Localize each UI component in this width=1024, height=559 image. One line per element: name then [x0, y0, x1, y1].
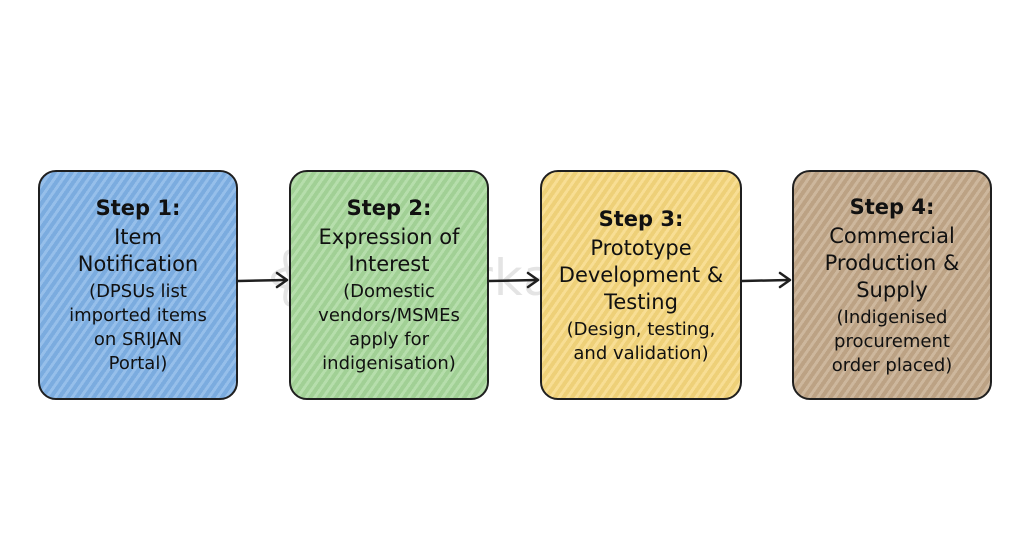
step-3-name: Prototype Development & Testing — [558, 235, 724, 314]
step-3-box: Step 3: Prototype Development & Testing … — [540, 170, 742, 400]
step-2-description: (Domestic vendors/MSMEs apply for indige… — [318, 281, 460, 374]
step-1-name: Item Notification — [77, 225, 199, 276]
arrow-2-to-3 — [487, 271, 540, 289]
step-3-description: (Design, testing, and validation) — [566, 318, 716, 364]
step-1-description: (DPSUs list imported items on SRIJAN Por… — [69, 281, 207, 374]
step-4-title: Step 4: — [849, 194, 935, 219]
step-1-title: Step 1: — [95, 196, 181, 220]
step-4-box: Step 4: Commercial Production & Supply (… — [792, 170, 992, 400]
arrow-3-to-4 — [740, 271, 792, 289]
step-2-title: Step 2: — [346, 196, 432, 220]
step-4-name: Commercial Production & Supply — [824, 223, 960, 302]
step-2-name: Expression of Interest — [318, 225, 460, 276]
arrow-1-to-2 — [236, 271, 289, 289]
step-3-title: Step 3: — [598, 206, 684, 231]
step-2-box: Step 2: Expression of Interest (Domestic… — [289, 170, 489, 400]
step-4-description: (Indigenised procurement order placed) — [831, 306, 953, 376]
step-1-box: Step 1: Item Notification (DPSUs list im… — [38, 170, 238, 400]
